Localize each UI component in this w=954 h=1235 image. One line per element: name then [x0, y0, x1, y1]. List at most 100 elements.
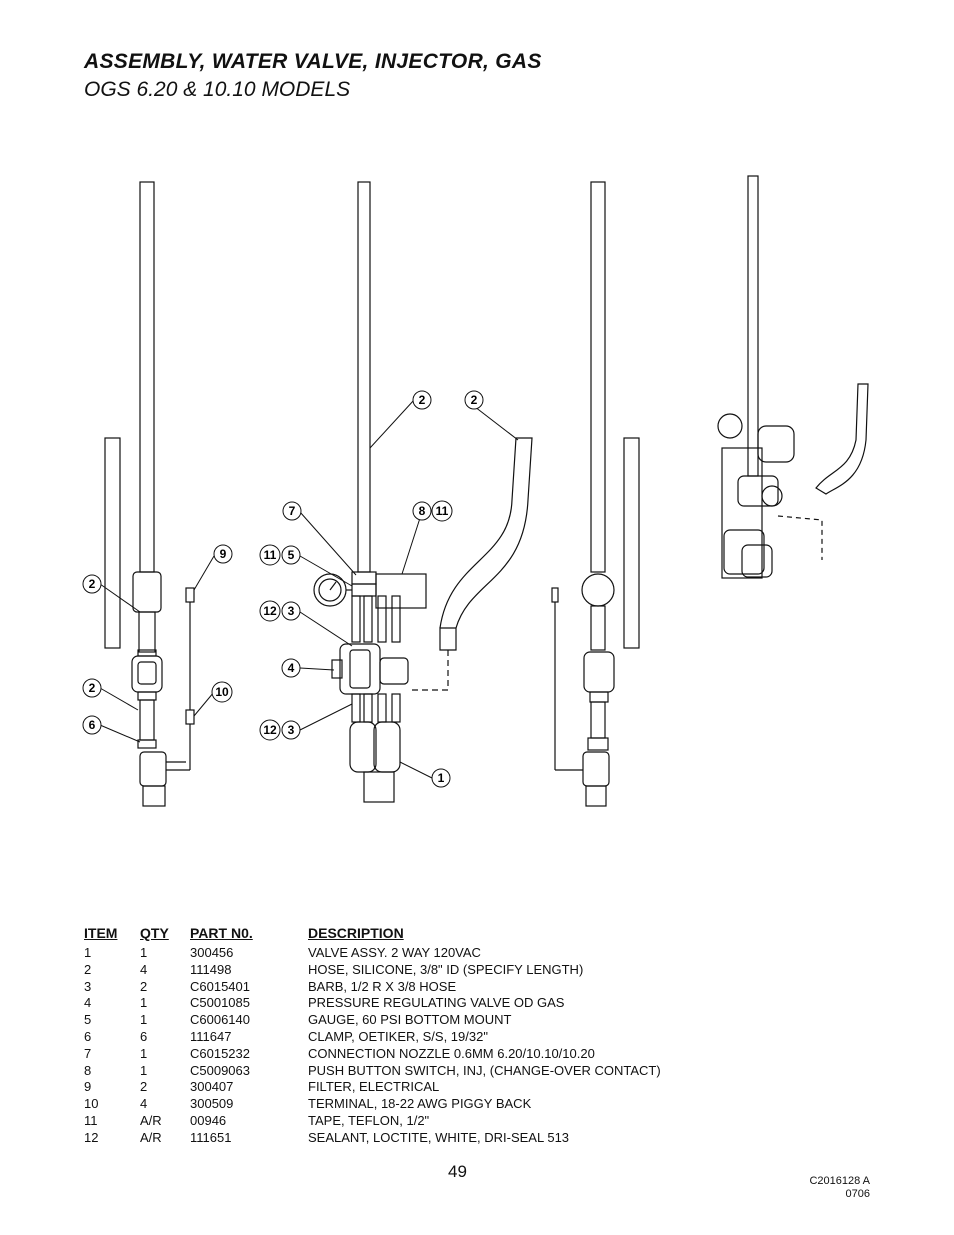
- callout-center-11b: 11: [259, 544, 281, 566]
- cell-description: BARB, 1/2 R X 3/8 HOSE: [308, 978, 457, 994]
- svg-text:5: 5: [288, 548, 295, 562]
- page-title: ASSEMBLY, WATER VALVE, INJECTOR, GAS: [84, 50, 542, 73]
- table-row: 5 1 C6006140 GAUGE, 60 PSI BOTTOM MOUNT: [84, 1012, 728, 1029]
- cell-part: C6006140: [190, 1012, 250, 1028]
- cell-item: 4: [84, 995, 92, 1011]
- svg-text:8: 8: [419, 504, 426, 518]
- cell-qty: 1: [140, 1062, 148, 1078]
- cell-description: TERMINAL, 18-22 AWG PIGGY BACK: [308, 1096, 532, 1112]
- callout-center-4: 4: [281, 658, 301, 678]
- view-isometric: [717, 175, 869, 579]
- doc-ref-number: C2016128 A: [809, 1175, 870, 1187]
- cell-item: 1: [84, 945, 92, 960]
- callout-center-11a: 11: [431, 500, 453, 522]
- cell-description: HOSE, SILICONE, 3/8" ID (SPECIFY LENGTH): [308, 961, 584, 977]
- cell-item: 11: [84, 1112, 98, 1128]
- cell-qty: 2: [140, 978, 148, 994]
- cell-description: CONNECTION NOZZLE 0.6MM 6.20/10.10/10.20: [308, 1045, 595, 1061]
- cell-description: PUSH BUTTON SWITCH, INJ, (CHANGE-OVER CO…: [308, 1062, 661, 1078]
- callout-center-3a: 3: [281, 601, 301, 621]
- callout-left-2a: 2: [82, 574, 102, 594]
- view-right: [551, 181, 640, 807]
- header-item: ITEM: [84, 925, 118, 941]
- table-row: 1 1 300456 VALVE ASSY. 2 WAY 120VAC: [84, 945, 728, 962]
- callout-center-12a: 12: [259, 600, 281, 622]
- cell-description: SEALANT, LOCTITE, WHITE, DRI-SEAL 513: [308, 1129, 570, 1145]
- cell-description: VALVE ASSY. 2 WAY 120VAC: [308, 945, 481, 960]
- callout-center-8: 8: [412, 501, 432, 521]
- assembly-diagram: 2 2 6 9 10 2 2 7 8 11 11 5 12 3 4 12 3 1: [82, 175, 869, 807]
- cell-item: 12: [84, 1129, 99, 1145]
- cell-item: 10: [84, 1096, 99, 1112]
- page-subtitle: OGS 6.20 & 10.10 MODELS: [84, 78, 351, 101]
- svg-text:11: 11: [436, 504, 449, 518]
- cell-qty: 1: [140, 945, 148, 960]
- cell-item: 7: [84, 1045, 92, 1061]
- callout-center-3b: 3: [281, 720, 301, 740]
- svg-text:7: 7: [289, 504, 296, 518]
- cell-part: C5001085: [190, 995, 250, 1011]
- header-part: PART N0.: [190, 925, 253, 941]
- cell-description: GAUGE, 60 PSI BOTTOM MOUNT: [308, 1012, 512, 1028]
- cell-qty: 1: [140, 1012, 148, 1028]
- table-row: 8 1 C5009063 PUSH BUTTON SWITCH, INJ, (CHAN…: [84, 1063, 728, 1080]
- callout-center-7: 7: [282, 501, 302, 521]
- cell-item: 5: [84, 1012, 92, 1028]
- svg-text:6: 6: [89, 718, 96, 732]
- table-row: 9 2 300407 FILTER, ELECTRICAL: [84, 1079, 728, 1096]
- cell-qty: 2: [140, 1079, 148, 1095]
- callout-left-2b: 2: [82, 678, 102, 698]
- cell-item: 6: [84, 1028, 92, 1044]
- cell-part: 300509: [190, 1096, 234, 1112]
- cell-part: C5009063: [190, 1062, 250, 1078]
- svg-text:12: 12: [263, 723, 277, 737]
- callout-bubbles: 2 2 6 9 10 2 2 7 8 11 11 5 12 3 4 12 3 1: [82, 390, 484, 788]
- cell-description: CLAMP, OETIKER, S/S, 19/32": [308, 1028, 488, 1044]
- cell-part: 111647: [190, 1028, 232, 1044]
- doc-ref-date: 0706: [845, 1188, 870, 1200]
- cell-qty: 1: [140, 1045, 148, 1061]
- callout-center-2b: 2: [464, 390, 484, 410]
- svg-text:11: 11: [264, 548, 277, 562]
- cell-part: 300407: [190, 1079, 234, 1095]
- cell-item: 2: [84, 961, 92, 977]
- document-reference: C2016128 A 0706: [809, 1175, 870, 1201]
- cell-qty: 1: [140, 995, 148, 1011]
- table-row: 6 6 111647 CLAMP, OETIKER, S/S, 19/32": [84, 1029, 728, 1046]
- table-row: 4 1 C5001085 PRESSURE REGULATING VALVE OD G…: [84, 995, 728, 1012]
- svg-text:3: 3: [288, 723, 295, 737]
- svg-text:9: 9: [220, 547, 227, 561]
- cell-qty: 4: [140, 961, 148, 977]
- cell-part: 300456: [190, 945, 234, 960]
- table-row: 7 1 C6015232 CONNECTION NOZZLE 0.6MM 6.20/1…: [84, 1046, 728, 1063]
- callout-center-12b: 12: [259, 719, 281, 741]
- header-qty: QTY: [140, 925, 169, 941]
- cell-part: 111651: [190, 1129, 232, 1145]
- cell-part: C6015232: [190, 1045, 250, 1061]
- view-left: [104, 181, 195, 807]
- callout-center-5: 5: [281, 545, 301, 565]
- callout-left-10: 10: [211, 681, 233, 703]
- callout-center-2a: 2: [412, 390, 432, 410]
- cell-item: 9: [84, 1079, 92, 1095]
- cell-description: PRESSURE REGULATING VALVE OD GAS: [308, 995, 565, 1011]
- cell-description: FILTER, ELECTRICAL: [308, 1079, 440, 1095]
- svg-text:2: 2: [89, 577, 96, 591]
- callout-left-9: 9: [213, 544, 233, 564]
- svg-text:3: 3: [288, 604, 295, 618]
- cell-part: 111498: [190, 961, 232, 977]
- svg-text:1: 1: [438, 771, 445, 785]
- cell-qty: 6: [140, 1028, 148, 1044]
- cell-item: 3: [84, 978, 92, 994]
- svg-text:4: 4: [288, 661, 295, 675]
- cell-qty: 4: [140, 1096, 148, 1112]
- cell-item: 8: [84, 1062, 92, 1078]
- page-number: 49: [448, 1162, 467, 1181]
- cell-qty: A/R: [140, 1112, 162, 1128]
- callout-left-6: 6: [82, 715, 102, 735]
- svg-text:2: 2: [419, 393, 426, 407]
